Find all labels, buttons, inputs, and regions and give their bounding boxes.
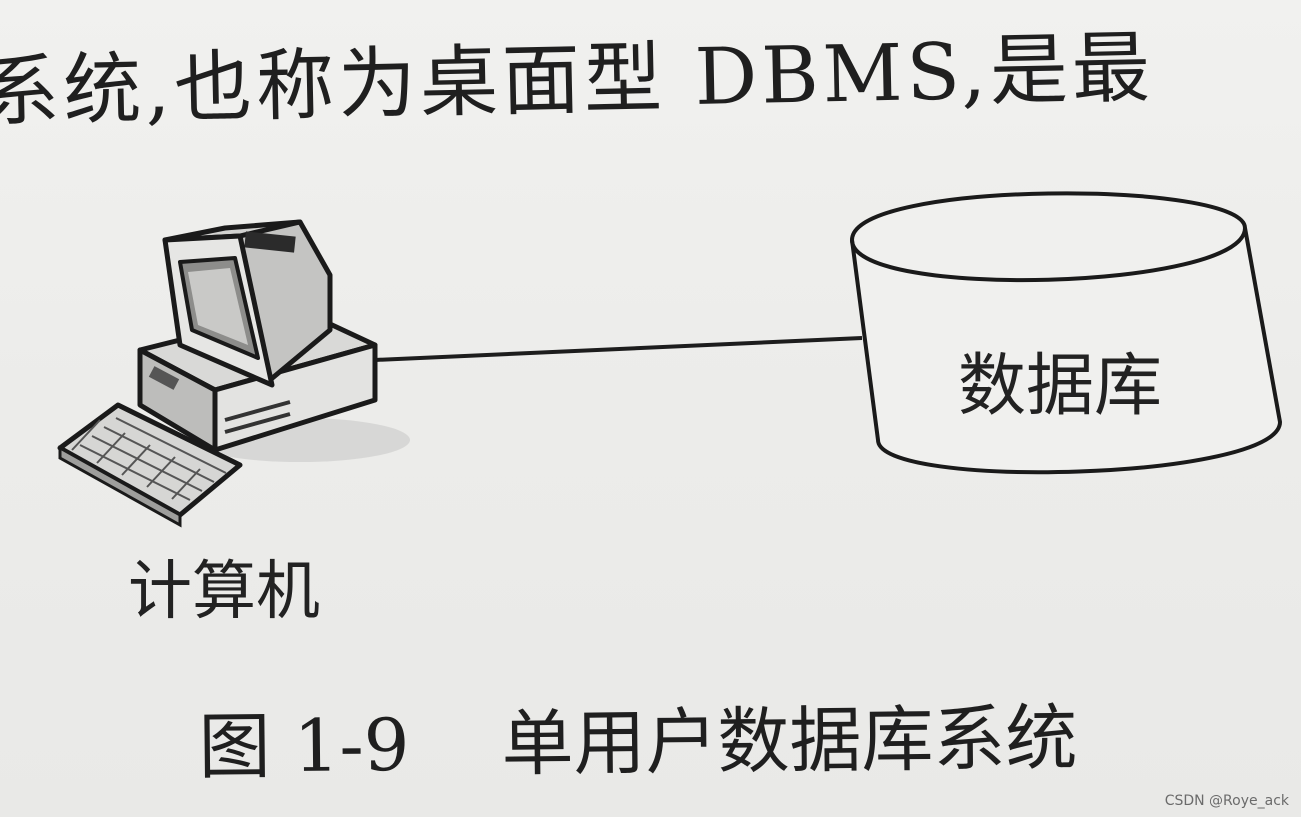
database-icon bbox=[850, 191, 1282, 475]
database-label: 数据库 bbox=[958, 347, 1163, 426]
watermark: CSDN @Roye_ack bbox=[1164, 793, 1289, 809]
connection-line bbox=[374, 336, 863, 362]
figure-title: 单用户数据库系统 bbox=[501, 695, 1078, 786]
figure-number: 图 1-9 bbox=[198, 702, 410, 789]
figure-caption: 图 1-9 单用户数据库系统 bbox=[198, 679, 1078, 793]
computer-icon bbox=[57, 219, 410, 528]
computer-label: 计算机 bbox=[128, 555, 320, 629]
